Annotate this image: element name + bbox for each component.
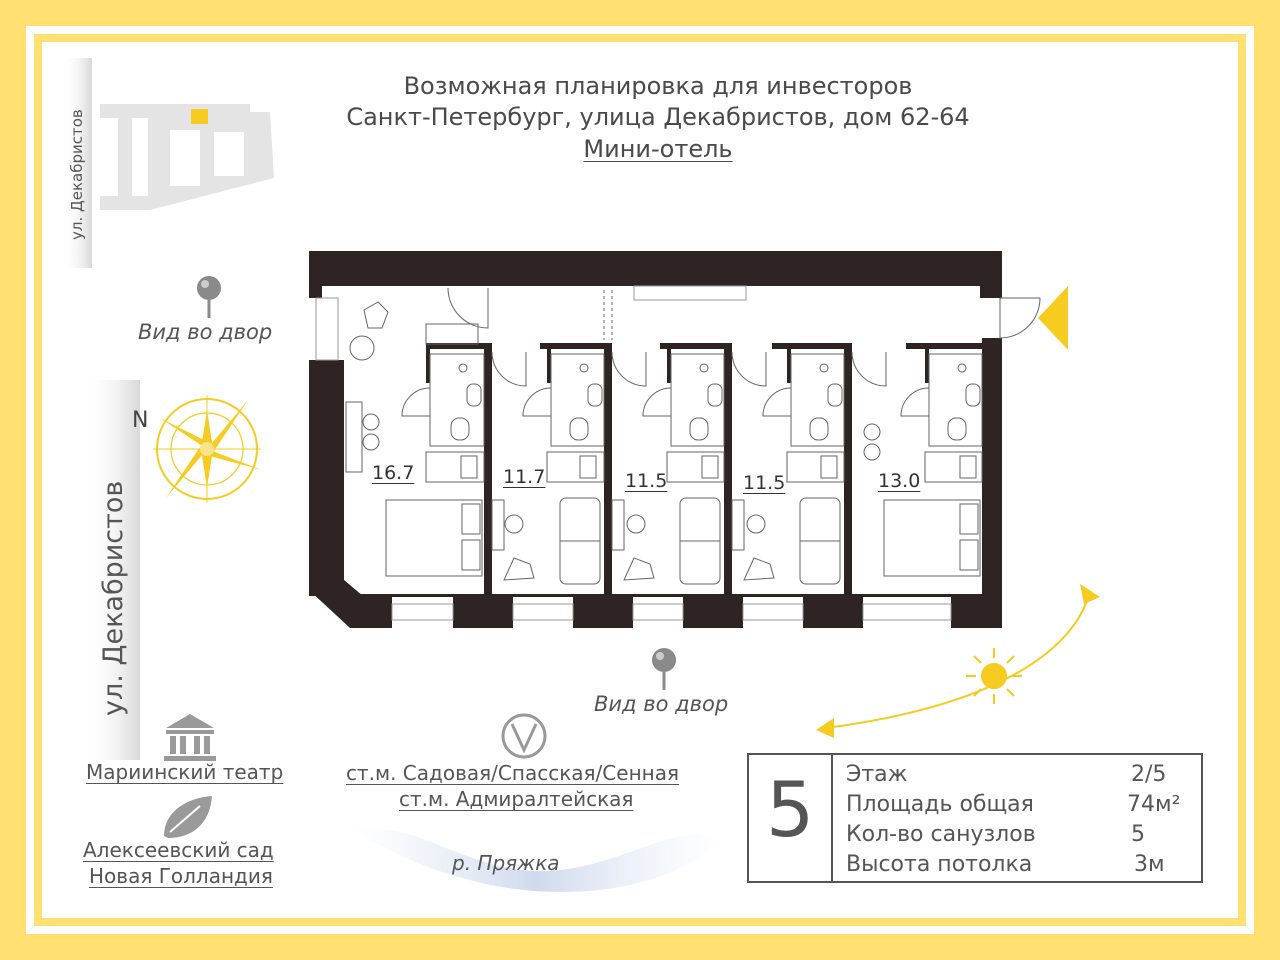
- room-area-5: 13.0: [878, 470, 921, 492]
- room-area-4: 11.5: [743, 472, 786, 494]
- view-label-yard-bottom: Вид во двор: [594, 692, 729, 716]
- metro-icon: [501, 713, 547, 759]
- floor-plan: [309, 251, 1068, 628]
- street-strip-side: [84, 380, 140, 760]
- street-label-side: ул. Декабристов: [98, 480, 129, 716]
- entrance-marker: [1038, 286, 1068, 350]
- sun-path: [816, 584, 1100, 738]
- room-area-3: 11.5: [625, 470, 668, 492]
- sun-icon: [966, 648, 1022, 704]
- building-columns-icon: [164, 714, 216, 761]
- info-number: 5: [766, 765, 815, 854]
- building-site-map: [100, 104, 274, 210]
- street-label-top: ул. Декабристов: [68, 109, 86, 240]
- landmark-garden: Алексеевский сад: [83, 838, 274, 862]
- river-label: р. Пряжка: [452, 851, 560, 875]
- street-strip-top: [62, 58, 92, 268]
- header-line1: Возможная планировка для инвесторов: [403, 72, 913, 100]
- location-pin-icon: [197, 276, 221, 318]
- compass-north-label: N: [132, 408, 149, 433]
- info-floor-label: Этаж: [846, 762, 908, 787]
- compass-rose-icon: [153, 395, 262, 503]
- room-area-2: 11.7: [503, 466, 546, 488]
- metro-stations-1: ст.м. Садовая/Спасская/Сенная: [346, 761, 680, 785]
- leaf-icon: [164, 796, 212, 838]
- header-line2: Санкт-Петербург, улица Декабристов, дом …: [346, 103, 970, 131]
- header-line3: Мини-отель: [583, 135, 733, 163]
- river-shape: [350, 827, 720, 892]
- view-label-yard-left: Вид во двор: [138, 320, 273, 344]
- info-box: [747, 753, 1203, 883]
- info-ceiling-label: Высота потолка: [846, 852, 1033, 877]
- landmark-new-holland: Новая Голландия: [89, 864, 273, 888]
- info-bathrooms-label: Кол-во санузлов: [846, 822, 1036, 847]
- info-area-label: Площадь общая: [846, 792, 1034, 817]
- info-ceiling-value: 3м: [1134, 852, 1165, 877]
- metro-stations-2: ст.м. Адмиралтейская: [399, 787, 634, 811]
- landmark-theatre: Мариинский театр: [86, 760, 284, 784]
- room-area-1: 16.7: [372, 462, 415, 484]
- info-floor-value: 2/5: [1131, 762, 1167, 787]
- location-pin-icon: [652, 648, 676, 690]
- info-area-value: 74м²: [1127, 792, 1181, 817]
- info-bathrooms-value: 5: [1131, 822, 1145, 847]
